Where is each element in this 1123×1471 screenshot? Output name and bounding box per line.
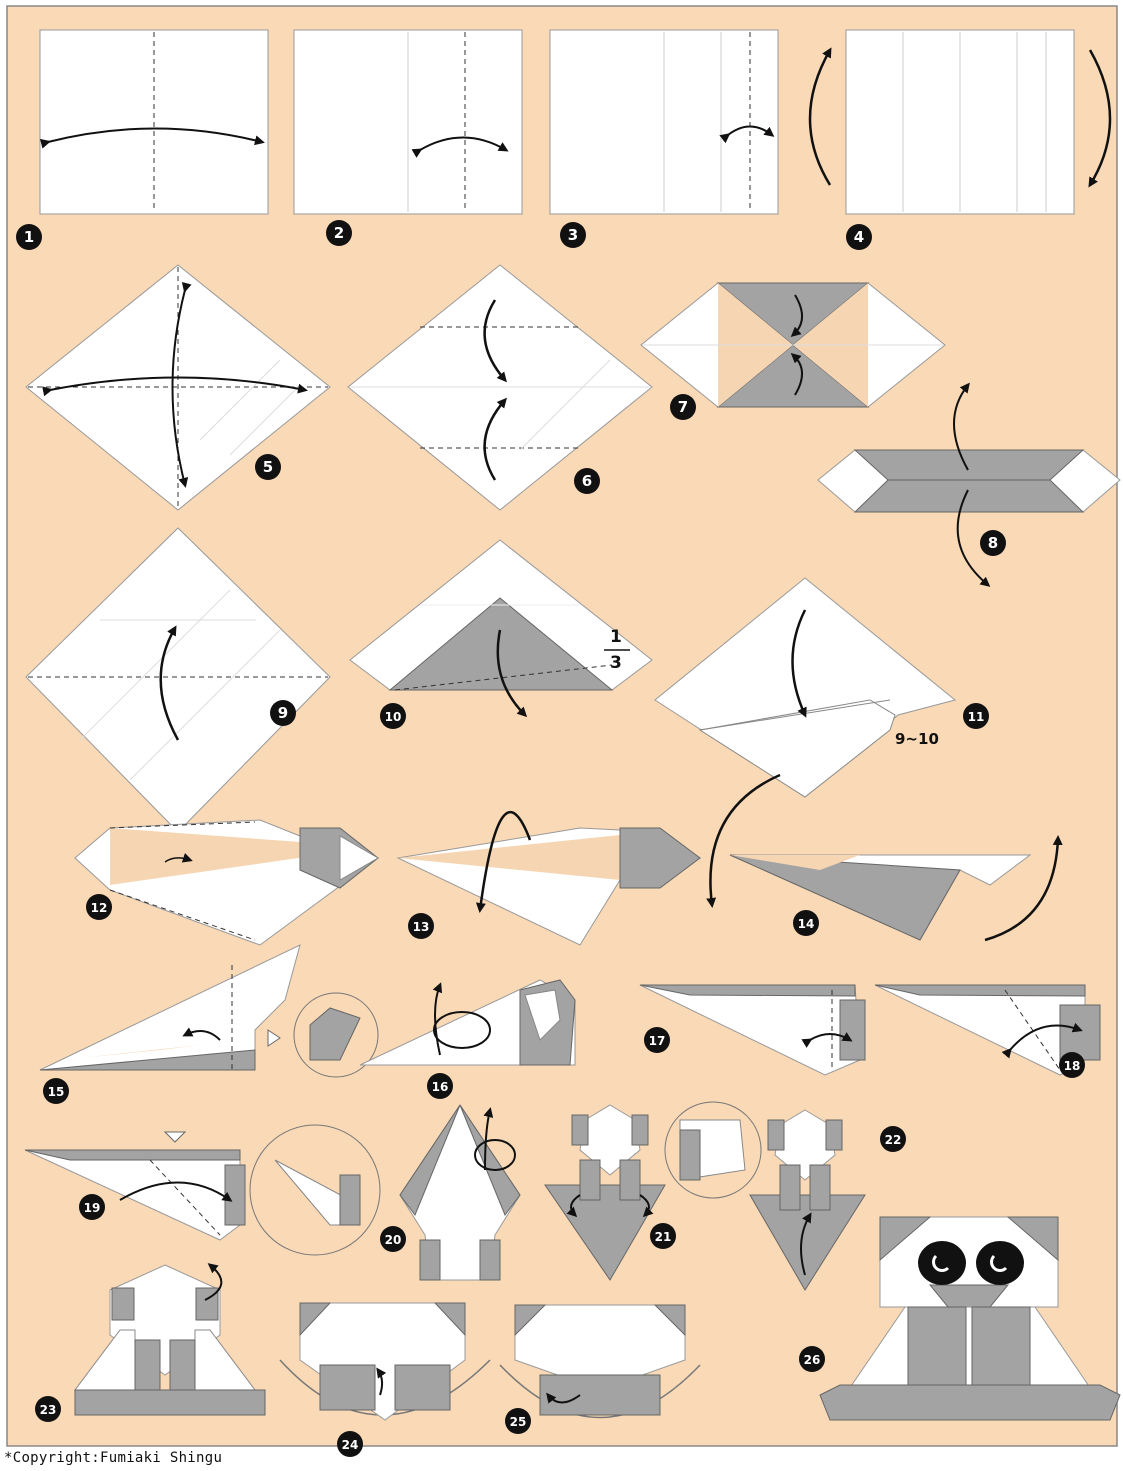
step-20-label: 20 bbox=[385, 1233, 402, 1247]
panda-left-eye bbox=[918, 1241, 966, 1285]
step-17-number: 17 bbox=[644, 1027, 670, 1053]
step-18-label: 18 bbox=[1064, 1059, 1081, 1073]
step-22-label: 22 bbox=[885, 1133, 902, 1147]
step-11-number: 11 bbox=[963, 703, 989, 729]
step-4-label: 4 bbox=[854, 228, 864, 246]
step-15-label: 15 bbox=[48, 1085, 65, 1099]
step-14-label: 14 bbox=[798, 917, 815, 931]
panda-right-eye bbox=[976, 1241, 1024, 1285]
step-13-label: 13 bbox=[413, 920, 430, 934]
step-18-number: 18 bbox=[1059, 1052, 1085, 1078]
step-5-number: 5 bbox=[255, 454, 281, 480]
step-9-number: 9 bbox=[270, 700, 296, 726]
step-9-label: 9 bbox=[278, 704, 288, 722]
step-11-label: 11 bbox=[968, 710, 985, 724]
step-5-label: 5 bbox=[263, 458, 273, 476]
step-4-number: 4 bbox=[846, 224, 872, 250]
fraction-denominator: 3 bbox=[610, 653, 622, 673]
step-19-number: 19 bbox=[79, 1194, 105, 1220]
step-17-label: 17 bbox=[649, 1034, 666, 1048]
step-14-number: 14 bbox=[793, 910, 819, 936]
step-26-number: 26 bbox=[799, 1346, 825, 1372]
step-16-label: 16 bbox=[432, 1080, 449, 1094]
step-4-diagram bbox=[810, 30, 1110, 214]
step-6-number: 6 bbox=[574, 468, 600, 494]
step-23-label: 23 bbox=[40, 1403, 57, 1417]
step-8-number: 8 bbox=[980, 530, 1006, 556]
step-15-number: 15 bbox=[43, 1078, 69, 1104]
step-12-label: 12 bbox=[91, 901, 108, 915]
step-10-label: 10 bbox=[385, 710, 402, 724]
step-2-number: 2 bbox=[326, 220, 352, 246]
step-22-number: 22 bbox=[880, 1126, 906, 1152]
step-2-diagram bbox=[294, 30, 522, 214]
step-8-label: 8 bbox=[988, 534, 998, 552]
step-3-label: 3 bbox=[568, 226, 578, 244]
step-25-label: 25 bbox=[510, 1415, 527, 1429]
step-21-number: 21 bbox=[650, 1223, 676, 1249]
step-3-number: 3 bbox=[560, 222, 586, 248]
step-1-diagram bbox=[40, 30, 268, 214]
step-3-diagram bbox=[550, 30, 778, 214]
step-12-number: 12 bbox=[86, 894, 112, 920]
step-6-label: 6 bbox=[582, 472, 592, 490]
step-24-number: 24 bbox=[337, 1431, 363, 1457]
step-25-number: 25 bbox=[505, 1408, 531, 1434]
step-21-label: 21 bbox=[655, 1230, 672, 1244]
step-1-number: 1 bbox=[16, 224, 42, 250]
step-7-number: 7 bbox=[670, 394, 696, 420]
step-26-label: 26 bbox=[804, 1353, 821, 1367]
step-16-number: 16 bbox=[427, 1073, 453, 1099]
repeat-reference-text: 9~10 bbox=[895, 730, 939, 748]
step-20-number: 20 bbox=[380, 1226, 406, 1252]
repeat-reference: 9~10 bbox=[895, 730, 939, 748]
step-2-label: 2 bbox=[334, 224, 344, 242]
fraction-numerator: 1 bbox=[610, 627, 622, 647]
step-7-label: 7 bbox=[678, 398, 688, 416]
step-23-number: 23 bbox=[35, 1396, 61, 1422]
step-1-label: 1 bbox=[24, 228, 34, 246]
step-10-number: 10 bbox=[380, 703, 406, 729]
step-24-label: 24 bbox=[342, 1438, 359, 1452]
step-13-number: 13 bbox=[408, 913, 434, 939]
copyright-credit: *Copyright:Fumiaki Shingu bbox=[4, 1450, 222, 1466]
step-19-label: 19 bbox=[84, 1201, 101, 1215]
